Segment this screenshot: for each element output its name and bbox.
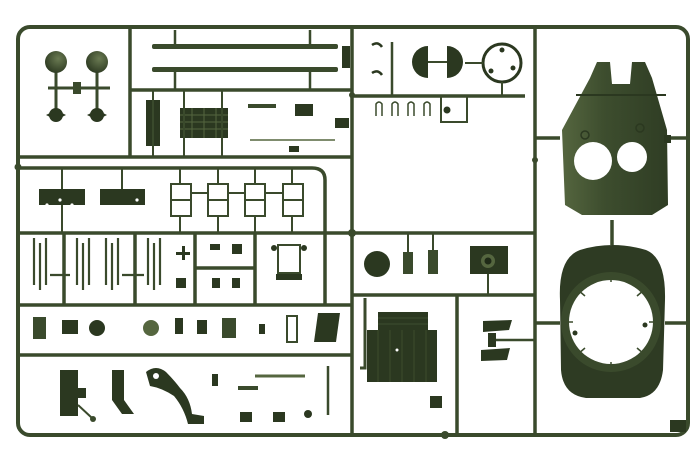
small-fittings <box>176 244 307 288</box>
row-four-parts <box>33 313 340 343</box>
engine-deck <box>360 298 442 408</box>
sprue-nubs <box>14 92 538 439</box>
turret-ring-housing <box>559 245 686 432</box>
middle-parts <box>364 233 508 295</box>
grille-and-tool-blocks <box>146 90 349 157</box>
long-rods <box>152 30 350 90</box>
turret-front-mantlet <box>562 62 671 215</box>
tool-boxes <box>39 168 145 233</box>
bottom-left-parts <box>60 366 330 424</box>
sprue-rails <box>18 27 688 435</box>
antenna-stakes <box>32 238 162 290</box>
bracket-part <box>481 320 535 361</box>
periscope-parts <box>45 51 110 122</box>
rack-frames <box>170 168 304 233</box>
hatch-parts <box>371 42 523 123</box>
